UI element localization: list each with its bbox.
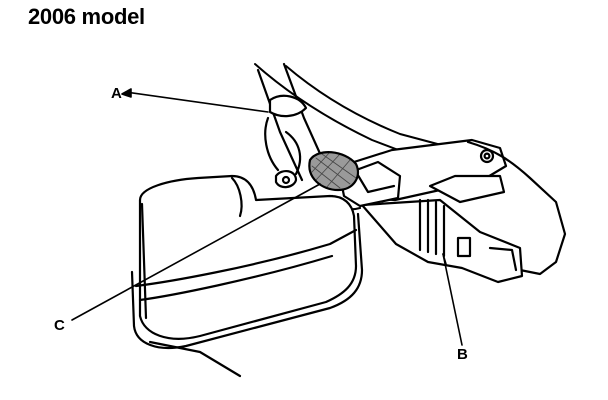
windshield-frame-lines: [254, 63, 461, 163]
stay-arm: [256, 62, 324, 189]
mirror-glass-edge: [130, 212, 364, 378]
leader-lines: [71, 88, 463, 346]
callout-b-label: B: [457, 346, 468, 363]
callout-c-label: C: [54, 317, 65, 334]
callout-a-label: A: [111, 85, 122, 102]
wire-grommet: [308, 151, 360, 192]
rain-sensor-cover: [360, 198, 524, 284]
mirror-back-housing: [138, 174, 358, 340]
figure-title: 2006 model: [28, 4, 145, 29]
